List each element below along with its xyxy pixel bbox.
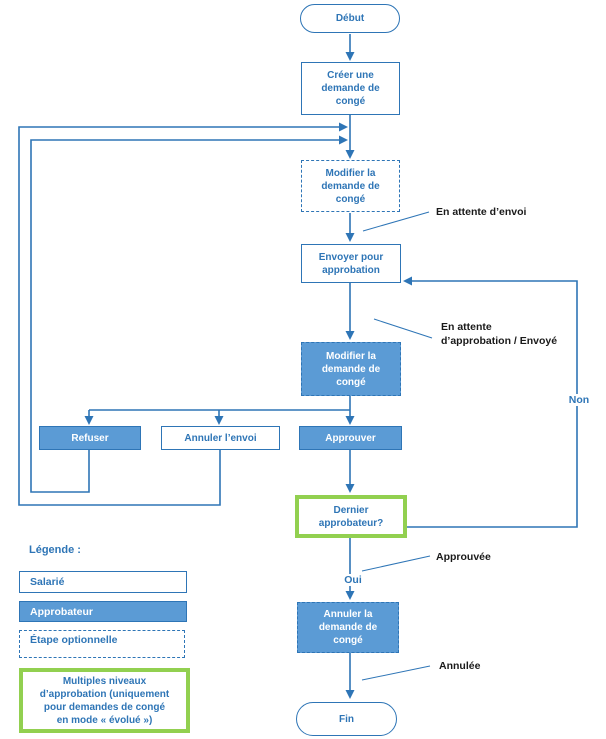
flow-edges [18, 34, 578, 694]
node-modifier-demande-optionnel: Modifier la demande de congé [301, 160, 400, 212]
legend-multiples-niveaux: Multiples niveaux d’approbation (uniquem… [19, 668, 190, 733]
edge-loop-refuser [30, 139, 339, 493]
node-creer-demande: Créer une demande de congé [301, 62, 400, 115]
node-dernier-approbateur: Dernier approbateur? [295, 495, 407, 538]
annotation-annulee: Annulée [439, 660, 481, 672]
callout-en-attente-approbation [373, 318, 433, 339]
node-modifier-demande-approbateur: Modifier la demande de congé [301, 342, 401, 396]
legend-approbateur: Approbateur [19, 601, 187, 622]
callout-approuvee [361, 555, 431, 572]
annotation-en-attente-envoi: En attente d’envoi [436, 206, 527, 218]
legend-title: Légende : [29, 544, 81, 556]
legend-salarie: Salarié [19, 571, 187, 593]
edge-non-loop [407, 280, 578, 528]
annotation-en-attente-approbation: En attente d’approbation / Envoyé [441, 321, 558, 347]
callout-en-attente-envoi [362, 211, 430, 232]
edge-branch [88, 396, 351, 420]
node-approuver: Approuver [299, 426, 402, 450]
edge-loop-annuler-envoi [18, 126, 339, 506]
node-debut: Début [300, 4, 400, 33]
annotation-approuvee: Approuvée [436, 551, 491, 563]
node-annuler-demande: Annuler la demande de congé [297, 602, 399, 653]
callout-lines [361, 211, 433, 681]
edge-label-non: Non [563, 394, 595, 406]
node-annuler-envoi: Annuler l’envoi [161, 426, 280, 450]
node-fin: Fin [296, 702, 397, 736]
edge-label-oui: Oui [338, 574, 368, 586]
flow-arrowheads [84, 52, 412, 699]
callout-annulee [361, 665, 431, 681]
node-envoyer-approbation: Envoyer pour approbation [301, 244, 401, 283]
legend-etape-optionnelle: Étape optionnelle [19, 630, 185, 658]
node-refuser: Refuser [39, 426, 141, 450]
